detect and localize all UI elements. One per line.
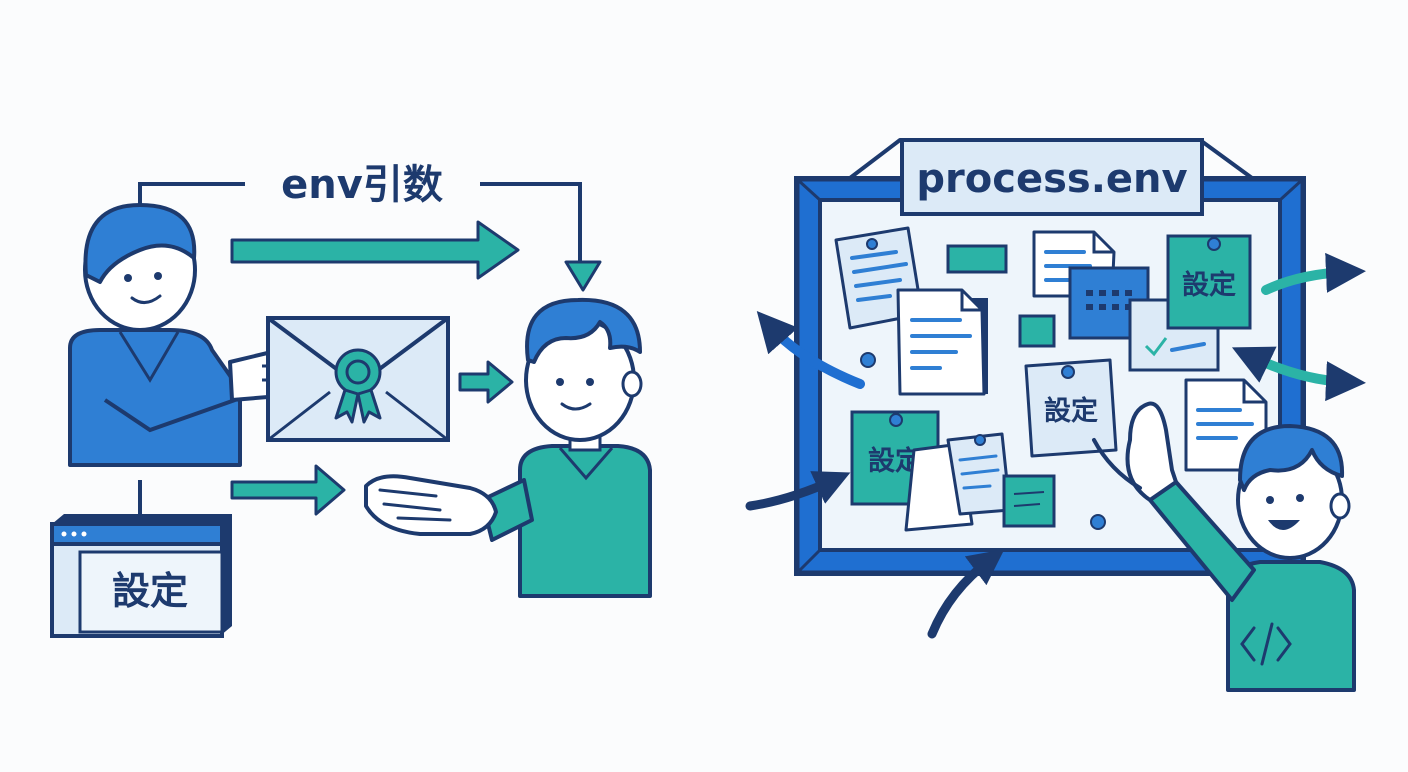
big-right-arrow-icon — [230, 220, 520, 280]
down-arrow-icon — [564, 260, 602, 292]
small-note — [1002, 474, 1056, 528]
settings-note-label: 設定 — [1182, 269, 1236, 301]
pin-icon — [860, 352, 876, 368]
settings-window: 設定 — [50, 514, 232, 638]
doc-paper — [896, 288, 988, 396]
pin-icon — [1090, 514, 1106, 530]
sender-person — [68, 203, 301, 467]
developer-person — [1092, 401, 1356, 692]
sticky-tab — [946, 244, 1008, 274]
left-panel: env引数 — [50, 162, 652, 638]
receiver-person — [364, 297, 652, 598]
curved-arrow-icon — [756, 311, 865, 389]
process-env-banner: process.env — [900, 138, 1204, 216]
connector-line-right — [480, 182, 582, 262]
curved-arrow-icon — [927, 549, 1005, 639]
envelope-icon — [266, 316, 450, 442]
curved-arrow-icon — [1261, 252, 1366, 295]
settings-label: 設定 — [112, 569, 188, 613]
env-args-title: env引数 — [281, 162, 443, 208]
curved-arrow-icon — [745, 471, 851, 511]
small-right-arrow-icon — [458, 360, 514, 404]
lower-right-arrow-icon — [230, 464, 346, 516]
settings-note-top: 設定 — [1166, 234, 1252, 330]
right-panel: process.env — [745, 138, 1366, 692]
seal-badge-icon — [334, 348, 382, 396]
curved-arrow-icon — [1231, 346, 1366, 402]
connector-line — [138, 182, 245, 205]
settings-note-label: 設定 — [1044, 395, 1098, 427]
code-icon — [1240, 622, 1292, 666]
banner-text: process.env — [916, 156, 1187, 202]
small-note — [1018, 314, 1056, 348]
settings-note-center: 設定 — [1024, 358, 1118, 458]
